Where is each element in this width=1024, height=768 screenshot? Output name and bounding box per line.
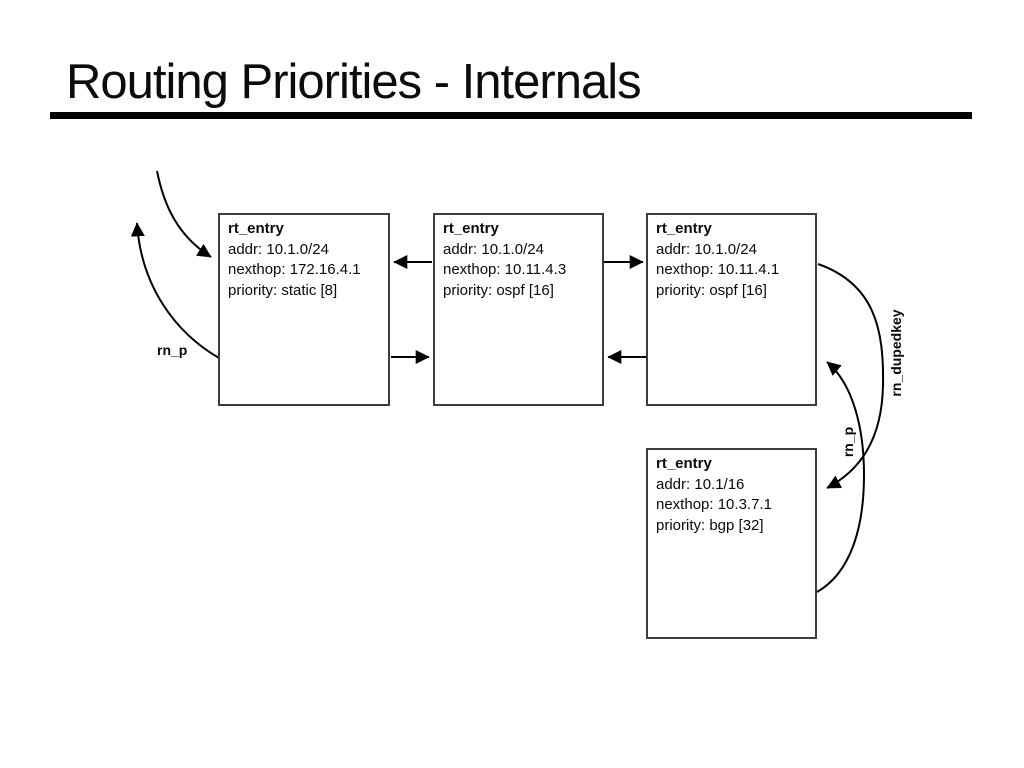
node-addr: addr: 10.1.0/24 xyxy=(656,240,757,258)
arrow-incoming-top-left xyxy=(156,170,212,258)
node-priority: priority: ospf [16] xyxy=(656,281,767,299)
rt-entry-node-bgp: rt_entry addr: 10.1/16 nexthop: 10.3.7.1… xyxy=(646,448,817,639)
rn-dupedkey-label: rn_dupedkey xyxy=(888,309,904,397)
node-nexthop: nexthop: 172.16.4.1 xyxy=(228,261,361,278)
rt-entry-node-static: rt_entry addr: 10.1.0/24 nexthop: 172.16… xyxy=(218,213,390,406)
node-addr: addr: 10.1/16 xyxy=(656,475,745,493)
slide-title: Routing Priorities - Internals xyxy=(66,55,642,109)
node-priority: priority: static [8] xyxy=(228,281,338,299)
node-addr: addr: 10.1.0/24 xyxy=(443,240,544,258)
rn-p-left-label: rn_p xyxy=(157,342,188,358)
rn-p-right-label: rn_p xyxy=(840,426,856,458)
rt-entry-node-ospf-2: rt_entry addr: 10.1.0/24 nexthop: 10.11.… xyxy=(646,213,817,406)
rt-entry-node-ospf-1: rt_entry addr: 10.1.0/24 nexthop: 10.11.… xyxy=(433,213,604,406)
node-title: rt_entry xyxy=(228,220,284,237)
node-title: rt_entry xyxy=(656,455,712,472)
node-nexthop: nexthop: 10.11.4.3 xyxy=(443,261,567,278)
arrow-rn-dupedkey xyxy=(817,263,885,489)
node-title: rt_entry xyxy=(443,220,499,237)
node-nexthop: nexthop: 10.11.4.1 xyxy=(656,261,780,278)
node-priority: priority: bgp [32] xyxy=(656,516,764,534)
node-priority: priority: ospf [16] xyxy=(443,281,554,299)
node-nexthop: nexthop: 10.3.7.1 xyxy=(656,496,772,513)
title-underline-rule xyxy=(50,112,972,119)
arrow-rn-p-left xyxy=(130,222,220,359)
arrow-rn-p-right xyxy=(816,361,866,593)
node-title: rt_entry xyxy=(656,220,712,237)
node-addr: addr: 10.1.0/24 xyxy=(228,240,329,258)
